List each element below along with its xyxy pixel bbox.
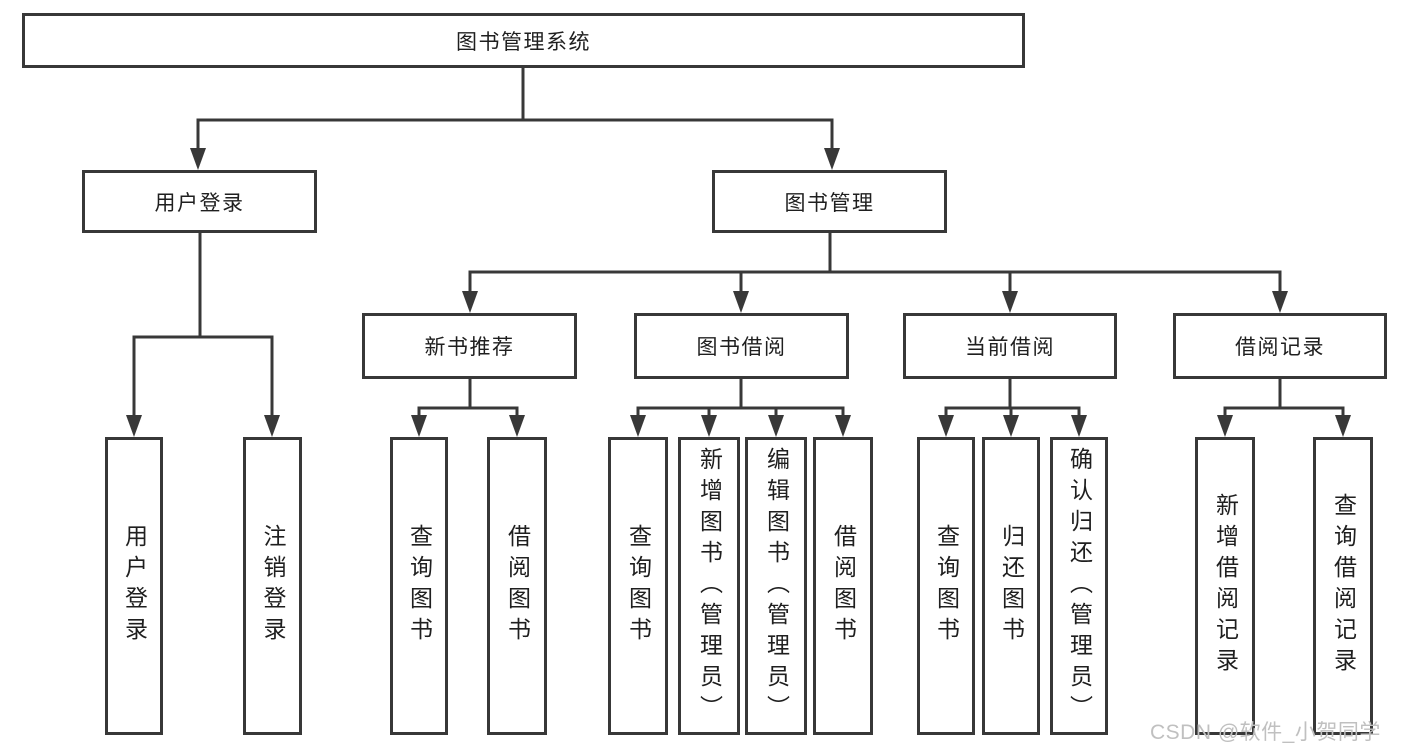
node-book-management-label: 图书管理 [784,191,875,215]
leaf-query-borrow-record: 查询借阅记录 [1313,437,1373,735]
leaf-confirm-return-admin-label: 确认归还（管理员） [1066,446,1093,726]
node-borrow-record: 借阅记录 [1173,313,1387,379]
leaf-confirm-return-admin: 确认归还（管理员） [1050,437,1108,735]
node-current-borrow-label: 当前借阅 [965,336,1055,359]
node-root-system: 图书管理系统 [22,13,1025,68]
leaf-borrow-book-recommend-label: 借阅图书 [504,524,531,648]
node-new-book-recommend: 新书推荐 [362,313,577,379]
leaf-add-book-admin-label: 新增图书（管理员） [696,446,723,726]
leaf-add-borrow-record: 新增借阅记录 [1195,437,1255,735]
leaf-user-login-label: 用户登录 [121,524,148,648]
leaf-query-book-borrow-label: 查询图书 [625,524,652,648]
node-book-management: 图书管理 [712,170,947,233]
leaf-logout: 注销登录 [243,437,302,735]
node-current-borrow: 当前借阅 [903,313,1117,379]
leaf-add-book-admin: 新增图书（管理员） [678,437,740,735]
leaf-edit-book-admin-label: 编辑图书（管理员） [763,446,790,726]
leaf-add-borrow-record-label: 新增借阅记录 [1212,493,1239,679]
leaf-query-book-recommend-label: 查询图书 [406,524,433,648]
leaf-query-book-borrow: 查询图书 [608,437,668,735]
leaf-logout-label: 注销登录 [260,524,286,648]
leaf-query-book-current-label: 查询图书 [933,524,960,648]
node-new-book-recommend-label: 新书推荐 [424,336,515,359]
leaf-query-book-recommend: 查询图书 [390,437,448,735]
node-user-login-label: 用户登录 [154,191,245,215]
csdn-watermark: CSDN @软件_小贺同学 [1150,721,1381,744]
arrowheads [126,148,1351,437]
leaf-edit-book-admin: 编辑图书（管理员） [745,437,807,735]
node-book-borrow: 图书借阅 [634,313,849,379]
node-user-login: 用户登录 [82,170,317,233]
node-borrow-record-label: 借阅记录 [1235,336,1325,359]
leaf-borrow-book: 借阅图书 [813,437,873,735]
leaf-borrow-book-label: 借阅图书 [830,524,857,648]
leaf-return-book: 归还图书 [982,437,1040,735]
leaf-user-login: 用户登录 [105,437,163,735]
leaf-return-book-label: 归还图书 [998,524,1025,648]
leaf-borrow-book-recommend: 借阅图书 [487,437,547,735]
leaf-query-borrow-record-label: 查询借阅记录 [1330,493,1357,679]
node-book-borrow-label: 图书借阅 [696,336,787,359]
leaf-query-book-current: 查询图书 [917,437,975,735]
node-root-label: 图书管理系统 [456,30,591,54]
